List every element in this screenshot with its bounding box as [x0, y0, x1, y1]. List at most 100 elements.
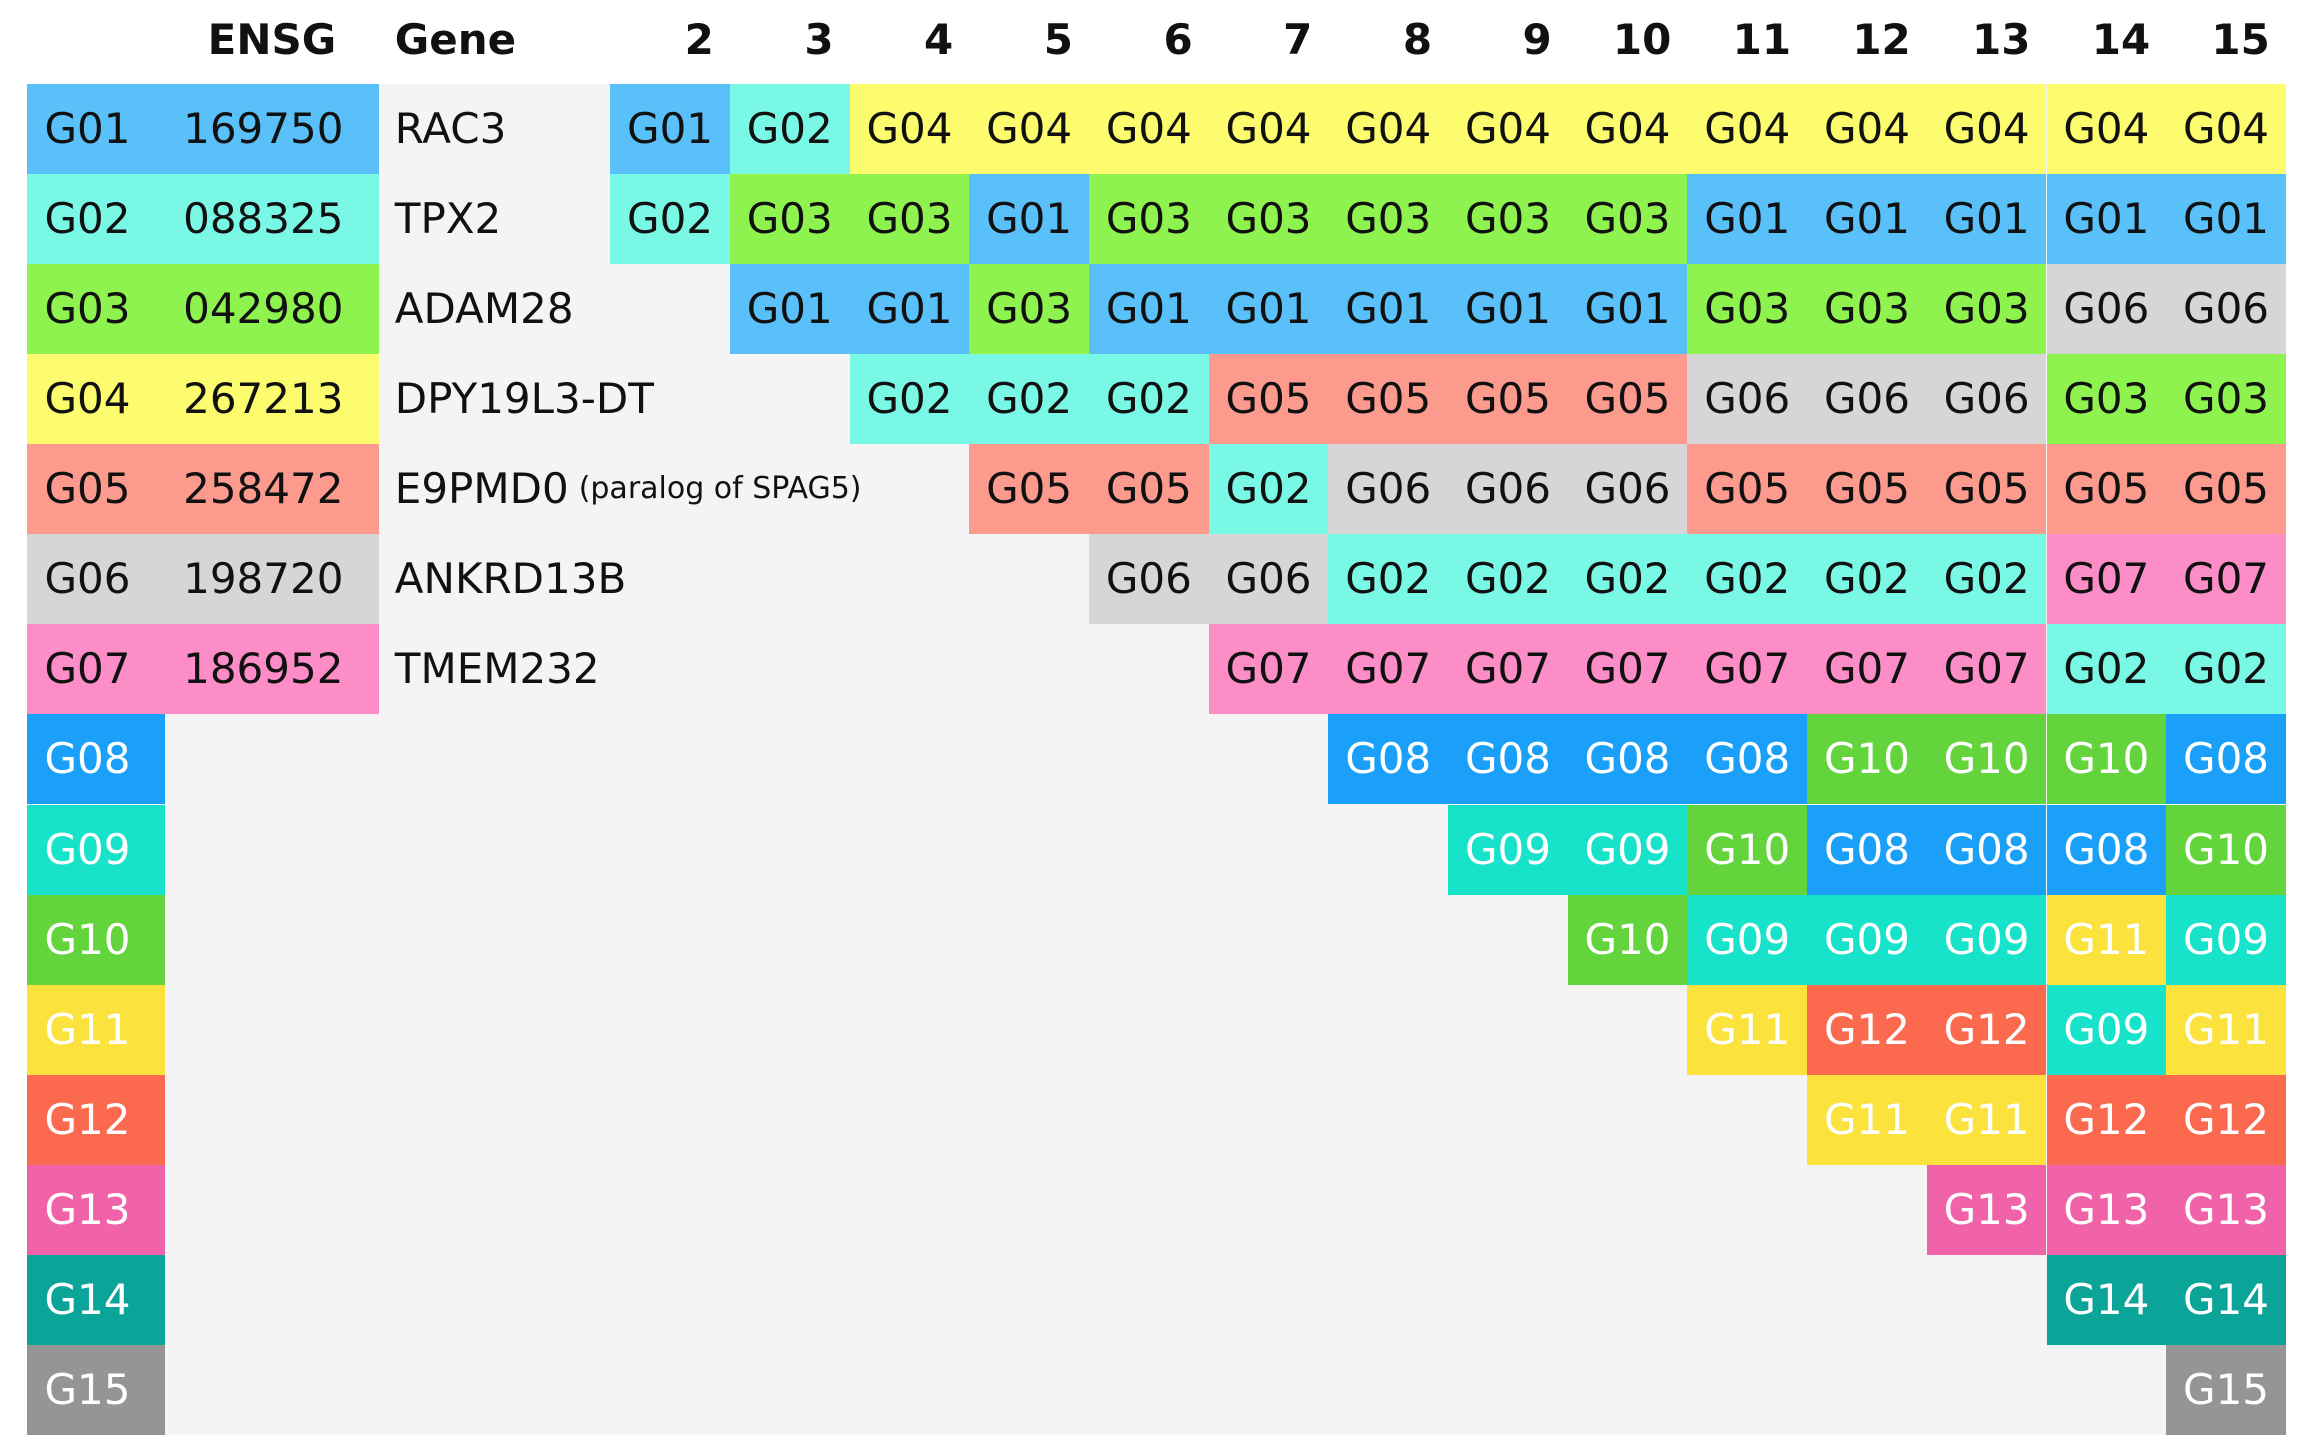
matrix-cell: G04 — [1807, 84, 1927, 175]
matrix-cell: G01 — [2166, 174, 2286, 265]
matrix-cell: G14 — [2046, 1254, 2167, 1345]
matrix-cell: G08 — [2046, 804, 2167, 895]
matrix-cell: G01 — [1687, 174, 1808, 265]
matrix-cell: G01 — [1089, 264, 1209, 355]
matrix-cell: G02 — [1089, 354, 1209, 445]
matrix-cell: G01 — [1208, 264, 1329, 355]
matrix-cell: G09 — [2166, 894, 2286, 985]
matrix-cell: G06 — [1089, 534, 1209, 625]
matrix-cell: G07 — [1567, 624, 1688, 715]
matrix-cell: G05 — [2046, 444, 2167, 535]
matrix-cell: G03 — [2046, 354, 2167, 445]
ensg-id: 258472 — [165, 444, 379, 535]
gene-symbol: RAC3 — [394, 104, 507, 154]
matrix-cell: G01 — [2046, 174, 2167, 265]
ensg-id: 042980 — [165, 264, 379, 355]
matrix-cell: G04 — [1208, 84, 1329, 175]
matrix-cell: G01 — [729, 264, 850, 355]
matrix-cell: G06 — [1807, 354, 1927, 445]
matrix-cell: G01 — [1567, 264, 1688, 355]
matrix-cell: G02 — [1328, 534, 1449, 625]
group-label-g02: G02 — [26, 174, 166, 265]
group-label-g13: G13 — [26, 1164, 166, 1255]
matrix-cell: G02 — [1687, 534, 1808, 625]
group-label-g09: G09 — [26, 804, 166, 895]
gene-name: TPX2 — [379, 174, 610, 264]
matrix-cell: G03 — [1089, 174, 1209, 265]
matrix-cell: G12 — [1807, 984, 1927, 1075]
matrix-cell: G07 — [1687, 624, 1808, 715]
matrix-cell: G11 — [1807, 1074, 1927, 1165]
matrix-cell: G04 — [1328, 84, 1449, 175]
gene-name: TMEM232 — [379, 624, 610, 714]
matrix-cell: G11 — [2046, 894, 2167, 985]
matrix-cell: G09 — [1687, 894, 1808, 985]
matrix-cell: G13 — [2046, 1164, 2167, 1255]
gene-symbol: ANKRD13B — [394, 554, 627, 604]
matrix-cell: G02 — [1567, 534, 1688, 625]
header-column-10: 10 — [1612, 14, 1672, 64]
group-label-g10: G10 — [26, 894, 166, 985]
header-column-9: 9 — [1522, 14, 1552, 64]
gene-symbol: TMEM232 — [394, 644, 600, 694]
matrix-cell: G08 — [1328, 714, 1449, 805]
matrix-cell: G08 — [1926, 804, 2047, 895]
matrix-cell: G11 — [1926, 1074, 2047, 1165]
matrix-cell: G09 — [1567, 804, 1688, 895]
matrix-cell: G01 — [1807, 174, 1927, 265]
matrix-cell: G05 — [1208, 354, 1329, 445]
matrix-cell: G08 — [2166, 714, 2286, 805]
matrix-cell: G11 — [1687, 984, 1808, 1075]
group-label-g04: G04 — [26, 354, 166, 445]
matrix-cell: G08 — [1807, 804, 1927, 895]
matrix-cell: G08 — [1448, 714, 1568, 805]
gene-symbol: DPY19L3-DT — [394, 374, 654, 424]
matrix-cell: G12 — [2166, 1074, 2286, 1165]
ensg-id: 198720 — [165, 534, 379, 625]
matrix-cell: G05 — [1448, 354, 1568, 445]
matrix-cell: G09 — [1807, 894, 1927, 985]
matrix-cell: G08 — [1687, 714, 1808, 805]
gene-note: (paralog of SPAG5) — [578, 471, 862, 507]
group-label-g05: G05 — [26, 444, 166, 535]
header-column-3: 3 — [804, 14, 834, 64]
matrix-cell: G02 — [1208, 444, 1329, 535]
gene-name: RAC3 — [379, 84, 610, 174]
header-column-12: 12 — [1852, 14, 1911, 64]
group-label-g08: G08 — [26, 714, 166, 805]
matrix-cell: G01 — [1926, 174, 2047, 265]
header-column-11: 11 — [1732, 14, 1792, 64]
matrix-cell: G10 — [2166, 804, 2286, 895]
group-label-g11: G11 — [26, 984, 166, 1075]
matrix-cell: G10 — [1807, 714, 1927, 805]
matrix-cell: G07 — [1926, 624, 2047, 715]
matrix-cell: G07 — [2166, 534, 2286, 625]
matrix-cell: G01 — [1328, 264, 1449, 355]
matrix-cell: G05 — [1926, 444, 2047, 535]
matrix-cell: G03 — [1448, 174, 1568, 265]
header-column-5: 5 — [1043, 14, 1073, 64]
matrix-cell: G02 — [969, 354, 1089, 445]
matrix-cell: G10 — [2046, 714, 2167, 805]
matrix-cell: G05 — [1687, 444, 1808, 535]
header-column-7: 7 — [1283, 14, 1313, 64]
matrix-cell: G04 — [1567, 84, 1688, 175]
matrix-cell: G05 — [1567, 354, 1688, 445]
matrix-cell: G10 — [1926, 714, 2047, 805]
matrix-cell: G04 — [1926, 84, 2047, 175]
matrix-cell: G01 — [1448, 264, 1568, 355]
gene-name: ADAM28 — [379, 264, 610, 354]
matrix-cell: G03 — [2166, 354, 2286, 445]
matrix-cell: G04 — [1089, 84, 1209, 175]
matrix-cell: G06 — [1448, 444, 1568, 535]
matrix-cell: G07 — [1328, 624, 1449, 715]
matrix-cell: G02 — [2166, 624, 2286, 715]
group-label-g12: G12 — [26, 1074, 166, 1165]
matrix-cell: G15 — [2166, 1344, 2286, 1435]
matrix-cell: G01 — [610, 84, 730, 175]
matrix-cell: G04 — [1687, 84, 1808, 175]
header-column-15: 15 — [2211, 14, 2270, 64]
matrix-cell: G06 — [1687, 354, 1808, 445]
matrix-cell: G03 — [969, 264, 1089, 355]
group-label-g01: G01 — [26, 84, 166, 175]
